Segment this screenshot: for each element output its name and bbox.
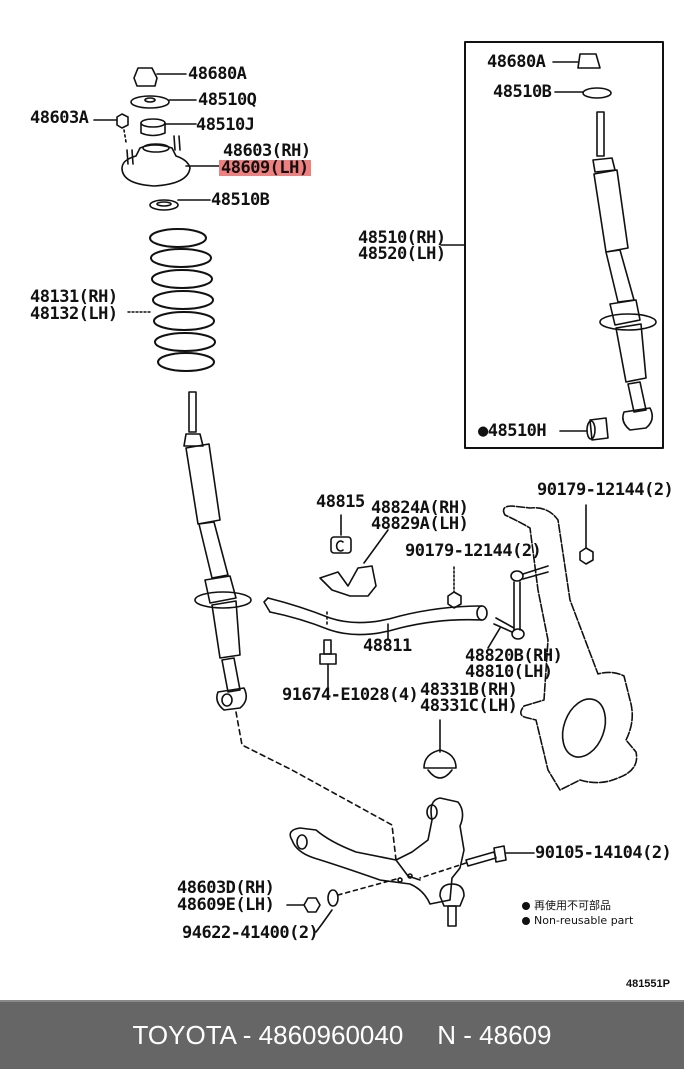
label-48815[interactable]: 48815 [316, 492, 365, 512]
stabilizer-bushing-drawing [319, 514, 389, 597]
inset-frame [464, 41, 664, 449]
stabilizer-bar-drawing [263, 597, 488, 641]
label-48811[interactable]: 48811 [363, 636, 412, 656]
footer-bar: TOYOTA - 4860960040 N - 48609 [0, 1000, 684, 1069]
upper-nut-drawing [133, 67, 187, 87]
label-48331C-lh[interactable]: 48331C(LH) [420, 696, 518, 716]
label-48331B-rh[interactable]: 48331B(RH) [420, 680, 518, 700]
parts-diagram: 48680A 48510Q 48603A 48510J 48603(RH) 48… [30, 41, 674, 990]
label-90105-14104[interactable]: 90105-14104(2) [535, 843, 672, 863]
inset-label-48680A[interactable]: 48680A [487, 52, 546, 72]
inset-label-48510B[interactable]: 48510B [493, 82, 552, 102]
suspension-support-drawing [121, 135, 220, 187]
footer-reference: N - 48609 [437, 1020, 552, 1050]
label-48131-rh[interactable]: 48131(RH) [30, 287, 118, 307]
bolt-90105-drawing [419, 845, 535, 879]
label-48510Q[interactable]: 48510Q [198, 90, 257, 110]
ball-joint-drawing [423, 719, 457, 779]
label-48680A[interactable]: 48680A [188, 64, 247, 84]
legend-text-jp: 再使用不可部品 [534, 899, 611, 912]
label-48609E-lh[interactable]: 48609E(LH) [177, 895, 275, 915]
lower-insulator-drawing [149, 199, 211, 211]
nut-90179-mid-drawing [447, 566, 462, 609]
bolt-91674-drawing [319, 639, 337, 689]
footer-brand-part-number: TOYOTA - 4860960040 [132, 1020, 404, 1050]
lower-arm-drawing [289, 797, 465, 905]
label-90179-12144-mid[interactable]: 90179-12144(2) [405, 541, 542, 561]
label-48520-lh[interactable]: 48520(LH) [358, 244, 446, 264]
illustration-code: 481551P [625, 978, 670, 990]
bound-stopper-drawing [140, 118, 197, 137]
label-48510-rh[interactable]: 48510(RH) [358, 228, 446, 248]
cam-washer-drawing [286, 877, 401, 933]
bullet-icon [522, 901, 530, 910]
inset-label-48510H[interactable]: ●48510H [478, 421, 547, 441]
stabilizer-link-drawing [487, 565, 549, 649]
label-48609-lh-highlighted[interactable]: 48609(LH) [219, 158, 311, 178]
label-48810-lh[interactable]: 48810(LH) [465, 662, 553, 682]
label-48820B-rh[interactable]: 48820B(RH) [465, 646, 563, 666]
label-48603D-rh[interactable]: 48603D(RH) [177, 878, 275, 898]
label-91674-E1028[interactable]: 91674-E1028(4) [282, 685, 419, 705]
legend-text-en: Non-reusable part [534, 914, 634, 927]
bullet-icon [522, 916, 530, 925]
lower-ball-stud-drawing [439, 883, 465, 927]
spring-seat-drawing [130, 95, 197, 109]
legend-row-jp: 再使用不可部品 [522, 898, 633, 913]
label-48132-lh[interactable]: 48132(LH) [30, 304, 118, 324]
legend: 再使用不可部品 Non-reusable part [522, 898, 633, 928]
label-48603-rh[interactable]: 48603(RH) [223, 141, 311, 161]
mount-nut-drawing [93, 113, 129, 143]
label-48603A[interactable]: 48603A [30, 108, 89, 128]
steering-knuckle-drawing [502, 504, 638, 791]
shock-absorber-drawing [183, 391, 397, 861]
legend-row-en: Non-reusable part [522, 913, 633, 928]
coil-spring-drawing [127, 228, 216, 372]
label-48510B[interactable]: 48510B [211, 190, 270, 210]
label-94622-41400[interactable]: 94622-41400(2) [182, 923, 319, 943]
label-48824A-rh[interactable]: 48824A(RH) [371, 498, 469, 518]
label-48510J[interactable]: 48510J [196, 115, 255, 135]
inset-absorber-drawing [552, 53, 657, 441]
label-48829A-lh[interactable]: 48829A(LH) [371, 514, 469, 534]
label-90179-12144-right[interactable]: 90179-12144(2) [537, 480, 674, 500]
diagram-artwork [93, 41, 664, 933]
